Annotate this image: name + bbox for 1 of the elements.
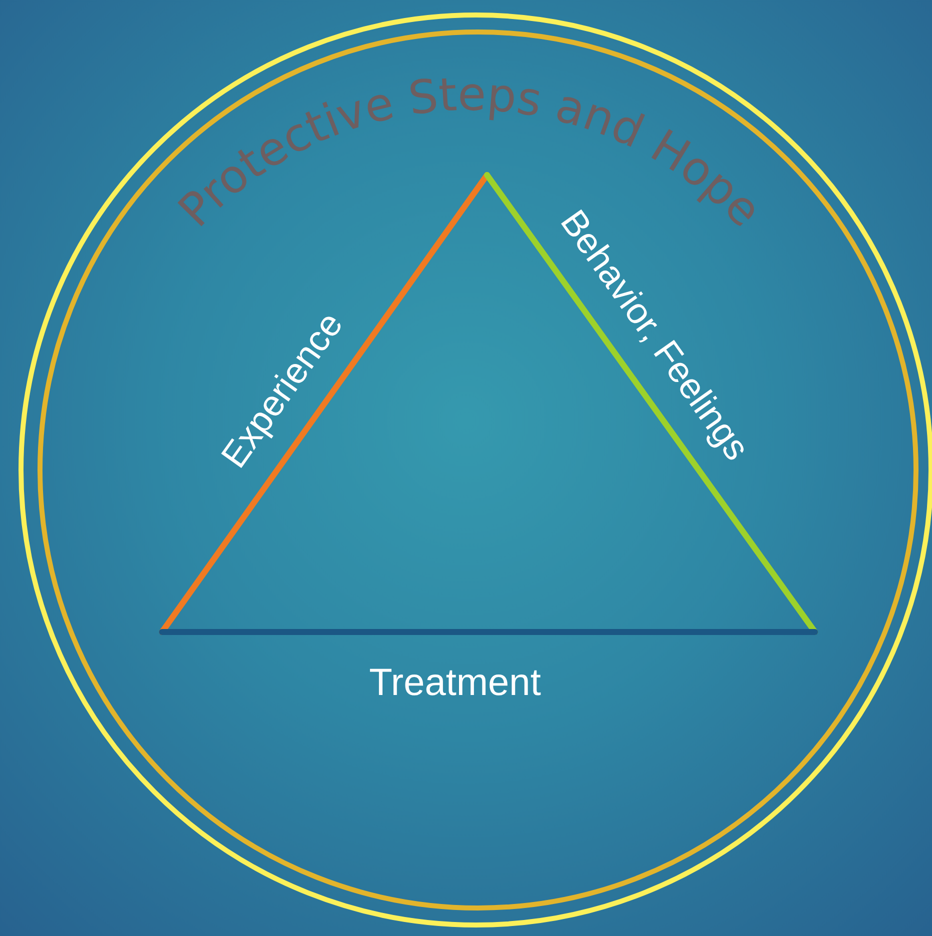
side-label: Treatment: [369, 664, 541, 702]
